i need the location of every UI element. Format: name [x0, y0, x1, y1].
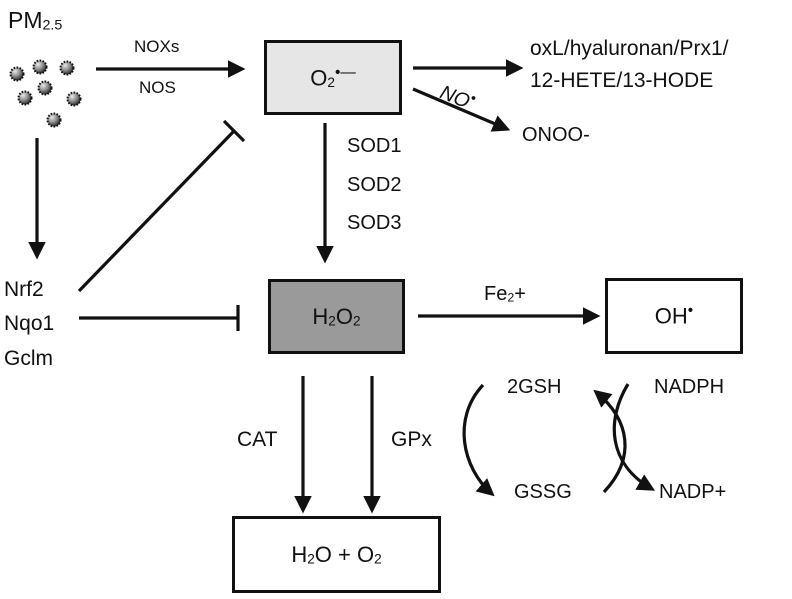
particle: [32, 59, 48, 75]
hydroxyl-label: OH•: [654, 302, 694, 329]
nadp-label: NADP+: [659, 481, 727, 503]
arrow-nadph-to-nadp: [612, 383, 656, 491]
water-oxygen-label: H2O + O2: [291, 541, 382, 567]
superoxide-node: O2•—: [264, 40, 402, 115]
nos-label: NOS: [139, 78, 176, 97]
pm25-label: PM2.5: [8, 7, 63, 34]
arrow-superoxide-to-peroxynitrite: [412, 87, 511, 132]
arrow-gssg-to-gsh: [593, 389, 627, 494]
superoxide-label: O2•—: [310, 63, 356, 91]
fenton-label: Fe2+: [484, 283, 526, 305]
gpx-label: GPx: [391, 428, 432, 451]
inhibition-nrf2-superoxide: [77, 129, 236, 293]
gssg-label: GSSG: [514, 481, 572, 503]
sod1-label: SOD1: [347, 135, 402, 157]
water-oxygen-node: H2O + O2: [232, 516, 441, 593]
arrow-gsh-to-gssg: [462, 383, 495, 497]
particle: [17, 90, 33, 106]
gsh-label: 2GSH: [507, 376, 562, 398]
nqo1-label: Nqo1: [4, 312, 55, 335]
hydroxyl-node: OH•: [605, 278, 743, 354]
cat-label: CAT: [237, 428, 278, 451]
inhibition-bar-superoxide: [222, 119, 246, 143]
sod3-label: SOD3: [347, 212, 402, 234]
particle: [59, 60, 75, 76]
peroxide-node: H2O2: [268, 279, 405, 354]
nrf2-label: Nrf2: [4, 278, 44, 301]
oxidation-targets-line-2: 12-HETE/13-HODE: [530, 69, 714, 92]
particle: [66, 91, 82, 107]
particulate-matter-icon: [9, 59, 82, 128]
oxidation-targets-line-1: oxL/hyaluronan/Prx1/: [530, 37, 729, 60]
particle: [37, 80, 53, 96]
peroxide-label: H2O2: [312, 303, 361, 329]
particle: [9, 66, 25, 82]
noxs-label: NOXs: [134, 37, 180, 56]
peroxynitrite-label: ONOO-: [522, 124, 590, 146]
sod2-label: SOD2: [347, 174, 402, 196]
particle: [46, 112, 62, 128]
gclm-label: Gclm: [4, 347, 53, 370]
nadph-label: NADPH: [654, 376, 725, 398]
